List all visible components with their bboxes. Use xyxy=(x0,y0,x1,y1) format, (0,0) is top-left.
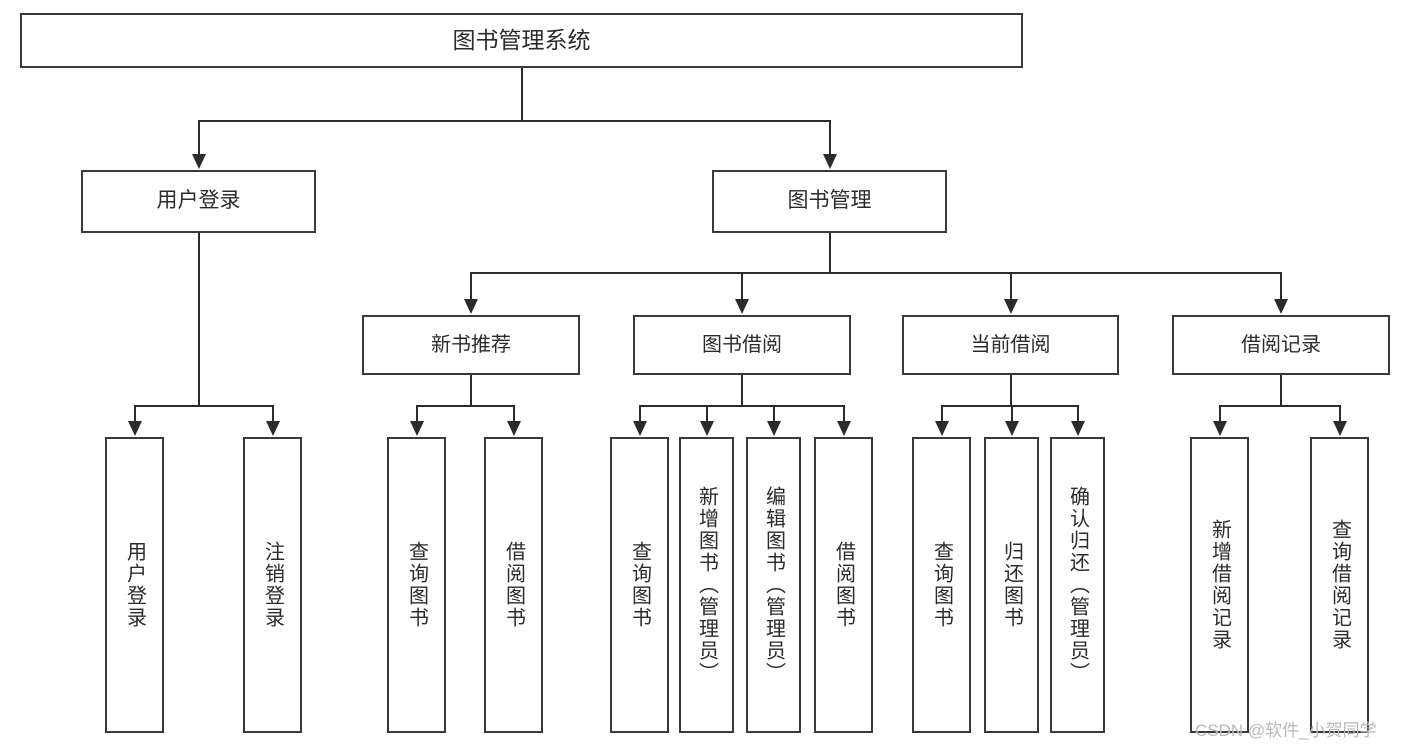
connector-drop-level3 xyxy=(470,272,472,300)
arrow-head-leaf xyxy=(266,421,280,436)
node-root-label: 图书管理系统 xyxy=(452,27,591,54)
connector-drop-level3 xyxy=(741,272,743,300)
connector-bus-level2 xyxy=(199,120,830,122)
arrow-head-leaf xyxy=(410,421,424,436)
arrow-head-leaf xyxy=(128,421,142,436)
node-leaf-2[interactable]: 查询图书 xyxy=(387,437,446,733)
connector-drop-leaf xyxy=(773,405,775,422)
node-level3-2-label: 当前借阅 xyxy=(970,333,1051,356)
node-level2-0[interactable]: 用户登录 xyxy=(81,170,316,233)
node-leaf-11[interactable]: 新增借阅记录 xyxy=(1190,437,1249,733)
node-leaf-4[interactable]: 查询图书 xyxy=(610,437,669,733)
arrow-head-leaf xyxy=(507,421,521,436)
node-leaf-4-label: 查询图书 xyxy=(628,541,651,629)
node-level2-0-label: 用户登录 xyxy=(156,189,241,213)
connector-drop-leaf xyxy=(1339,405,1341,422)
node-leaf-8-label: 查询图书 xyxy=(930,541,953,629)
arrow-head-level3 xyxy=(1274,299,1288,314)
node-leaf-5[interactable]: 新增图书（管理员） xyxy=(679,437,734,733)
node-leaf-12[interactable]: 查询借阅记录 xyxy=(1310,437,1369,733)
node-leaf-10-label: 确认归还（管理员） xyxy=(1066,486,1089,684)
connector-drop-level3 xyxy=(1280,272,1282,300)
connector-stub-leaf-group xyxy=(470,375,472,405)
watermark-text: CSDN @软件_小贺同学 xyxy=(1195,721,1377,740)
connector-bus-leaf xyxy=(417,405,514,407)
connector-bus-leaf xyxy=(1220,405,1340,407)
connector-root-stub xyxy=(521,68,523,120)
connector-stub-leaf-group xyxy=(198,233,200,405)
arrow-head-leaf xyxy=(837,421,851,436)
connector-drop-leaf xyxy=(639,405,641,422)
node-level3-2[interactable]: 当前借阅 xyxy=(902,315,1119,375)
arrow-head-leaf xyxy=(767,421,781,436)
arrow-head-leaf xyxy=(700,421,714,436)
connector-bus-leaf xyxy=(135,405,273,407)
connector-drop-leaf xyxy=(134,405,136,422)
connector-drop-level2 xyxy=(829,120,831,155)
connector-drop-leaf xyxy=(416,405,418,422)
node-level2-1[interactable]: 图书管理 xyxy=(712,170,947,233)
node-level2-1-label: 图书管理 xyxy=(787,189,872,213)
connector-drop-leaf xyxy=(272,405,274,422)
connector-stub-leaf-group xyxy=(1010,375,1012,405)
connector-drop-leaf xyxy=(513,405,515,422)
connector-drop-level2 xyxy=(198,120,200,155)
connector-drop-leaf xyxy=(941,405,943,422)
node-leaf-3[interactable]: 借阅图书 xyxy=(484,437,543,733)
connector-bus-leaf xyxy=(942,405,1078,407)
node-leaf-7-label: 借阅图书 xyxy=(832,541,855,629)
arrow-head-leaf xyxy=(1005,421,1019,436)
connector-drop-level3 xyxy=(1010,272,1012,300)
node-level3-3-label: 借阅记录 xyxy=(1241,333,1321,356)
connector-stub-level3 xyxy=(829,233,831,272)
node-leaf-6[interactable]: 编辑图书（管理员） xyxy=(746,437,801,733)
connector-drop-leaf xyxy=(1219,405,1221,422)
node-leaf-1[interactable]: 注销登录 xyxy=(243,437,302,733)
node-leaf-1-label: 注销登录 xyxy=(261,541,284,629)
node-leaf-7[interactable]: 借阅图书 xyxy=(814,437,873,733)
node-leaf-11-label: 新增借阅记录 xyxy=(1208,519,1231,651)
node-level3-0-label: 新书推荐 xyxy=(431,333,511,356)
arrow-head-level3 xyxy=(1004,299,1018,314)
node-leaf-5-label: 新增图书（管理员） xyxy=(695,486,718,684)
node-leaf-9-label: 归还图书 xyxy=(1000,541,1023,629)
arrow-head-leaf xyxy=(633,421,647,436)
node-leaf-3-label: 借阅图书 xyxy=(502,541,525,629)
arrow-head-level3 xyxy=(735,299,749,314)
connector-bus-level3 xyxy=(471,272,1281,274)
node-root[interactable]: 图书管理系统 xyxy=(20,13,1023,68)
node-leaf-2-label: 查询图书 xyxy=(405,541,428,629)
node-leaf-8[interactable]: 查询图书 xyxy=(912,437,971,733)
node-leaf-10[interactable]: 确认归还（管理员） xyxy=(1050,437,1105,733)
node-level3-1[interactable]: 图书借阅 xyxy=(633,315,851,375)
connector-bus-leaf xyxy=(640,405,844,407)
connector-drop-leaf xyxy=(1077,405,1079,422)
node-level3-3[interactable]: 借阅记录 xyxy=(1172,315,1390,375)
connector-drop-leaf xyxy=(1011,405,1013,422)
arrow-head-leaf xyxy=(1071,421,1085,436)
arrow-head-level2 xyxy=(823,154,837,169)
node-leaf-6-label: 编辑图书（管理员） xyxy=(762,486,785,684)
connector-stub-leaf-group xyxy=(741,375,743,405)
arrow-head-level2 xyxy=(192,154,206,169)
arrow-head-leaf xyxy=(935,421,949,436)
node-leaf-12-label: 查询借阅记录 xyxy=(1328,519,1351,651)
arrow-head-leaf xyxy=(1333,421,1347,436)
arrow-head-leaf xyxy=(1213,421,1227,436)
node-leaf-0-label: 用户登录 xyxy=(123,541,146,629)
connector-drop-leaf xyxy=(843,405,845,422)
connector-drop-leaf xyxy=(706,405,708,422)
arrow-head-level3 xyxy=(464,299,478,314)
node-leaf-9[interactable]: 归还图书 xyxy=(984,437,1039,733)
node-leaf-0[interactable]: 用户登录 xyxy=(105,437,164,733)
node-level3-0[interactable]: 新书推荐 xyxy=(362,315,580,375)
node-level3-1-label: 图书借阅 xyxy=(702,333,782,356)
connector-stub-leaf-group xyxy=(1280,375,1282,405)
